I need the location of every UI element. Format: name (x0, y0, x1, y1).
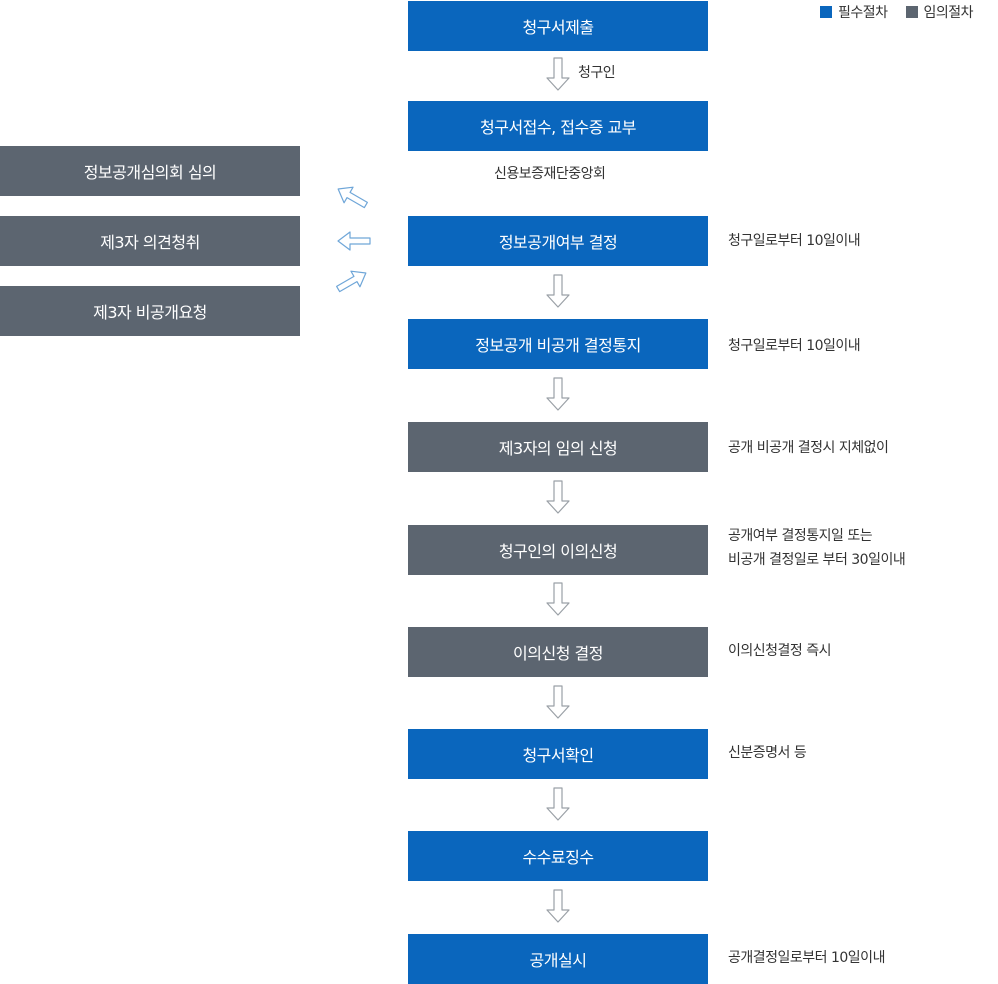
note-objection-deadline: 공개여부 결정통지일 또는 비공개 결정일로 부터 30일이내 (728, 524, 906, 572)
legend-optional: 임의절차 (905, 2, 974, 22)
step-label: 공개실시 (529, 951, 587, 970)
note-third-party: 공개 비공개 결정시 지체없이 (728, 440, 889, 456)
step-label: 청구서제출 (522, 18, 594, 37)
arrow-down-icon (546, 582, 570, 616)
step-label: 정보공개여부 결정 (498, 233, 618, 252)
note-line: 비공개 결정일로 부터 30일이내 (728, 552, 906, 568)
step-objection: 청구인의 이의신청 (408, 525, 708, 575)
note-decision-deadline: 청구일로부터 10일이내 (728, 233, 861, 249)
note-line: 공개여부 결정통지일 또는 (728, 528, 873, 544)
step-objection-decision: 이의신청 결정 (408, 627, 708, 677)
legend: 필수절차 임의절차 (820, 2, 974, 22)
step-label: 이의신청 결정 (513, 644, 603, 663)
side-step-label: 제3자 비공개요청 (93, 303, 207, 322)
note-objection-decision: 이의신청결정 즉시 (728, 643, 832, 659)
side-step-label: 제3자 의견청취 (100, 233, 200, 252)
step-disclosure: 공개실시 (408, 934, 708, 984)
step-label: 청구서접수, 접수증 교부 (480, 118, 636, 137)
note-id-check: 신분증명서 등 (728, 745, 807, 761)
legend-optional-swatch (905, 6, 918, 18)
step-third-party-request: 제3자의 임의 신청 (408, 422, 708, 472)
step-check-request: 청구서확인 (408, 729, 708, 779)
step-label: 청구서확인 (522, 746, 594, 765)
note-disclosure-deadline: 공개결정일로부터 10일이내 (728, 950, 885, 966)
legend-required: 필수절차 (820, 2, 888, 22)
arrow-down-left-icon (336, 270, 367, 293)
step-submit-request: 청구서제출 (408, 1, 708, 51)
step-label: 수수료징수 (522, 848, 594, 867)
arrow-left-icon (337, 231, 371, 251)
legend-required-swatch (820, 6, 832, 18)
arrow-down-icon (546, 377, 570, 411)
arrow-down-icon (546, 889, 570, 923)
step-label: 정보공개 비공개 결정통지 (475, 336, 641, 355)
step-collect-fee: 수수료징수 (408, 831, 708, 881)
note-notice-deadline: 청구일로부터 10일이내 (728, 338, 861, 354)
step-label: 제3자의 임의 신청 (498, 439, 618, 458)
arrow-down-icon (546, 480, 570, 514)
arrow-down-icon (546, 685, 570, 719)
side-step-label: 정보공개심의회 심의 (83, 163, 217, 182)
arrow-down-icon (546, 787, 570, 821)
arrow-down-icon (546, 274, 570, 308)
side-step-third-party-nondisclosure: 제3자 비공개요청 (0, 286, 300, 336)
side-step-third-party-opinion: 제3자 의견청취 (0, 216, 300, 266)
arrow-down-icon (546, 57, 570, 91)
legend-optional-label: 임의절차 (923, 5, 974, 21)
legend-required-label: 필수절차 (838, 5, 888, 21)
step-label: 청구인의 이의신청 (498, 542, 618, 561)
connector-label-organization: 신용보증재단중앙회 (494, 166, 606, 182)
step-disclosure-decision: 정보공개여부 결정 (408, 216, 708, 266)
step-decision-notice: 정보공개 비공개 결정통지 (408, 319, 708, 369)
connector-label-requester: 청구인 (578, 65, 616, 81)
step-receive-request: 청구서접수, 접수증 교부 (408, 101, 708, 151)
side-step-committee-review: 정보공개심의회 심의 (0, 146, 300, 196)
arrow-up-left-icon (337, 186, 368, 209)
